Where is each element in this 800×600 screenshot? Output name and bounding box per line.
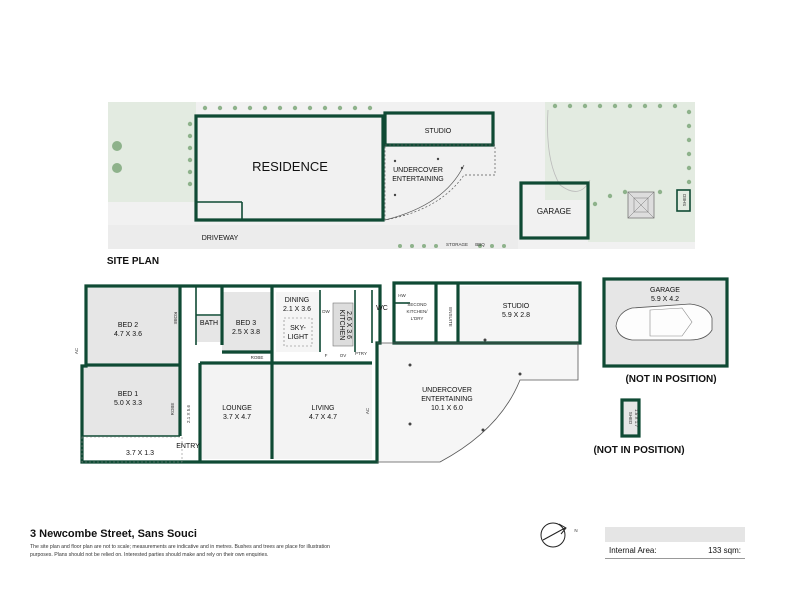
dining-size: 2.1 X 3.6: [283, 306, 311, 313]
second-kitchen-line3: L'DRY: [411, 316, 424, 321]
site-studio-label: STUDIO: [425, 128, 452, 135]
site-undercover: UNDERCOVER ENTERTAINING: [384, 144, 496, 221]
front-lawn: [108, 102, 196, 202]
site-undercover-line1: UNDERCOVER: [393, 167, 443, 174]
site-shed-label: SHED: [682, 193, 687, 206]
living-size: 4.7 X 4.7: [309, 414, 337, 421]
north-label: N: [574, 528, 577, 533]
dw-label: DW: [322, 309, 330, 314]
bed1-fill: [82, 366, 180, 436]
wc-label: WC: [376, 305, 388, 312]
site-garage-label: GARAGE: [537, 207, 571, 216]
studio-name: STUDIO: [503, 303, 530, 310]
kitchen-name: KITCHEN: [338, 310, 345, 341]
bed2-size: 4.7 X 3.6: [114, 331, 142, 338]
studio-size: 5.9 X 2.8: [502, 312, 530, 319]
skylight-line2: LIGHT: [288, 334, 309, 341]
hall-size: 2.1 X 5.6: [186, 404, 191, 423]
undercover-name2: ENTERTAINING: [421, 396, 472, 403]
second-kitchen-line1: SECOND: [407, 302, 427, 307]
driveway-strip: [108, 225, 518, 249]
garage-walls: [602, 277, 729, 368]
bed3-fill: [222, 292, 272, 354]
internal-area-label: Internal Area:: [609, 546, 657, 555]
second-kitchen-line2: KITCHEN/: [406, 309, 428, 314]
detached-shed: SHED 1.5 X 1.7: [620, 398, 641, 438]
ac-bed2-label: AC: [74, 347, 79, 354]
residence-label: RESIDENCE: [252, 159, 328, 174]
robe-bed2-label: ROBE: [173, 312, 178, 325]
bed3-name: BED 3: [236, 320, 256, 327]
site-plan: RESIDENCE STUDIO UNDERCOVER ENTERTAINING…: [108, 102, 695, 249]
kitchen-island: [332, 302, 354, 347]
robe-bed3-label: ROBE: [251, 355, 264, 360]
ensuite-label: ENSUITE: [448, 307, 453, 327]
kitchen-size: 2.6 X 3.6: [345, 311, 352, 339]
shrubs: [112, 103, 692, 248]
undercover-size: 10.1 X 6.0: [431, 405, 463, 412]
undercover-fill: [377, 343, 578, 462]
garage-name: GARAGE: [650, 287, 680, 294]
skylight-line1: SKY-: [290, 325, 306, 332]
living-name: LIVING: [312, 405, 335, 412]
garage-size: 5.9 X 4.2: [651, 296, 679, 303]
detached-garage: GARAGE 5.9 X 4.2: [602, 277, 729, 368]
site-plan-heading: SITE PLAN: [107, 256, 159, 267]
bath-label: BATH: [200, 320, 218, 327]
fridge-label: F: [325, 353, 328, 358]
internal-area-value: 133 sqm:: [708, 546, 741, 555]
gazebo: [627, 191, 655, 219]
dining-name: DINING: [285, 297, 310, 304]
porch-size: 3.7 X 1.3: [126, 450, 154, 457]
skylight-outline: [283, 317, 313, 347]
bed3-size: 2.5 X 3.8: [232, 329, 260, 336]
car-icon: [615, 303, 713, 341]
bbq-label: BBQ: [475, 242, 485, 247]
lounge-name: LOUNGE: [222, 405, 252, 412]
bath-fill: [196, 316, 220, 342]
driveway-label: DRIVEWAY: [202, 235, 239, 242]
site-garage: GARAGE: [519, 181, 590, 240]
shed-note: (NOT IN POSITION): [593, 445, 684, 456]
lounge-fill: [202, 365, 272, 459]
area-header-bar: [605, 527, 745, 542]
residence-block: RESIDENCE: [194, 114, 385, 222]
ac-living-label: AC: [365, 407, 370, 414]
dining-fill: [276, 292, 321, 352]
garage-note: (NOT IN POSITION): [625, 374, 716, 385]
entry-label: ENTRY: [176, 443, 200, 450]
internal-walls: [82, 283, 460, 462]
bed2-name: BED 2: [118, 322, 138, 329]
shed-name: SHED: [628, 412, 633, 425]
bed2-fill: [86, 288, 180, 363]
pantry-label: PTRY: [355, 351, 367, 356]
living-fill: [274, 365, 372, 459]
undercover-name1: UNDERCOVER: [422, 387, 472, 394]
undercover-outline: [377, 342, 579, 463]
bed1-size: 5.0 X 3.3: [114, 400, 142, 407]
oven-label: OV: [340, 353, 347, 358]
robe-bed1-label: ROBE: [170, 403, 175, 416]
shed-size: 1.5 X 1.7: [634, 409, 639, 428]
property-address: 3 Newcombe Street, Sans Souci: [30, 528, 197, 540]
studio-fill: [460, 286, 578, 343]
lounge-size: 3.7 X 4.7: [223, 414, 251, 421]
floor-plan: BED 2 4.7 X 3.6 BED 1 5.0 X 3.3 BATH BED…: [74, 281, 582, 464]
garden-path: [547, 109, 591, 192]
internal-area-row: Internal Area: 133 sqm:: [605, 542, 745, 559]
site-shed: SHED: [676, 189, 691, 212]
bed1-name: BED 1: [118, 391, 138, 398]
porch-outline: [81, 436, 183, 463]
rear-outer-walls: [392, 281, 582, 345]
site-undercover-line2: ENTERTAINING: [392, 176, 443, 183]
storage-label: STORAGE: [446, 242, 468, 247]
internal-area-box: Internal Area: 133 sqm:: [605, 527, 745, 562]
north-arrow-icon: N: [540, 522, 578, 548]
disclaimer-text: The site plan and floor plan are not to …: [30, 544, 330, 559]
hw-label: HW: [398, 293, 406, 298]
